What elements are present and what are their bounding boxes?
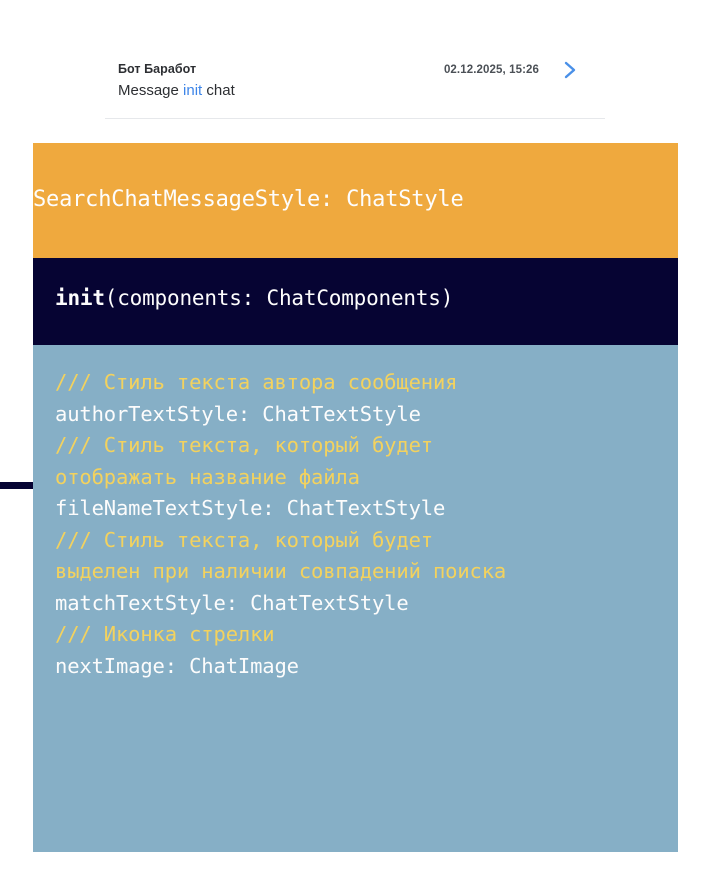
snippet-prefix: Message xyxy=(118,82,184,99)
snippet-match-highlight: init xyxy=(183,82,203,99)
member-declaration-line: matchTextStyle: ChatTextStyle xyxy=(55,590,409,615)
member-declaration-line: fileNameTextStyle: ChatTextStyle xyxy=(55,496,446,520)
result-row-separator xyxy=(105,118,605,119)
chevron-right-icon[interactable] xyxy=(559,59,581,81)
initializer-band: init(components: ChatComponents) xyxy=(33,258,678,345)
members-band: /// Стиль текста автора сообщения authorT… xyxy=(33,345,678,852)
left-edge-artifact xyxy=(0,482,33,489)
members-code-list: /// Стиль текста автора сообщения authorT… xyxy=(55,367,678,682)
initializer-keyword: init xyxy=(55,286,105,310)
initializer-signature: init(components: ChatComponents) xyxy=(55,286,453,310)
initializer-params: (components: ChatComponents) xyxy=(104,286,454,310)
member-comment-line: выделен при наличии совпадений поиска xyxy=(55,559,507,583)
member-declaration-line: authorTextStyle: ChatTextStyle xyxy=(55,401,421,426)
member-comment-line: /// Стиль текста автора сообщения xyxy=(55,370,458,394)
member-comment-line: /// Стиль текста, который будет xyxy=(55,527,433,552)
search-result-row[interactable]: Бот Баработ Message init chat 02.12.2025… xyxy=(105,58,605,116)
member-comment-line: отображать название файла xyxy=(55,464,360,489)
code-documentation-card: SearchChatMessageStyle: ChatStyle init(c… xyxy=(33,143,678,852)
member-declaration-line: nextImage: ChatImage xyxy=(55,653,299,678)
member-comment-line: /// Стиль текста, который будет xyxy=(55,433,433,457)
search-result-timestamp: 02.12.2025, 15:26 xyxy=(443,64,539,76)
search-result-title: Бот Баработ xyxy=(118,62,197,76)
type-declaration-text: SearchChatMessageStyle: ChatStyle xyxy=(33,187,464,212)
search-result-snippet: Message init chat xyxy=(118,82,235,99)
snippet-suffix: chat xyxy=(202,82,235,99)
type-declaration-band: SearchChatMessageStyle: ChatStyle xyxy=(33,143,678,258)
member-comment-line: /// Иконка стрелки xyxy=(55,622,275,646)
